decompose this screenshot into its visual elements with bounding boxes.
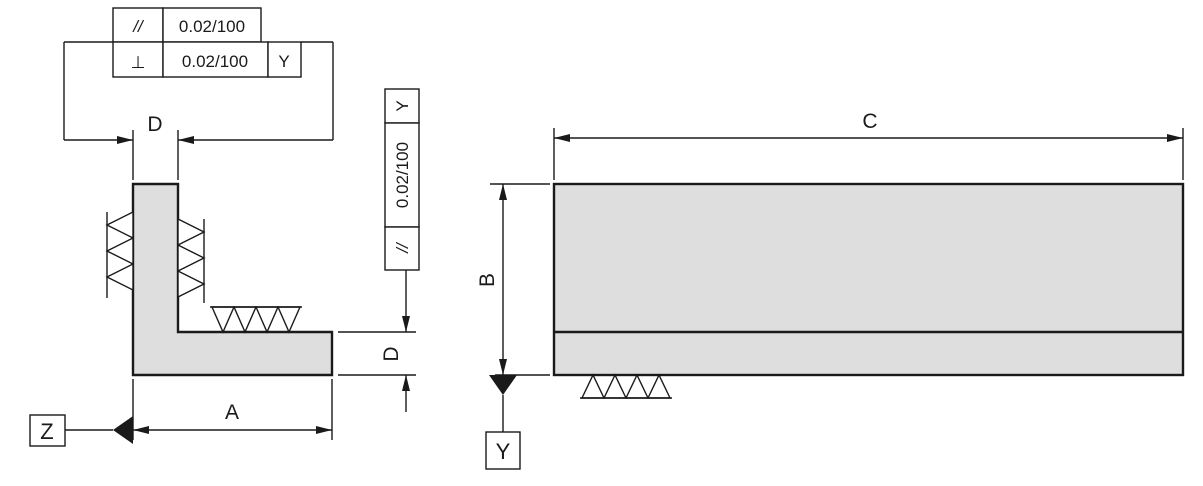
datum-y-label: Y xyxy=(496,439,511,464)
dimension-d-side: D xyxy=(338,270,416,412)
parallelism-value: 0.02/100 xyxy=(179,17,245,36)
parallelism-symbol: // xyxy=(132,17,145,36)
dimension-d-top-label: D xyxy=(147,113,162,136)
dimension-d-top: D xyxy=(95,113,210,180)
l-profile-section xyxy=(131,182,334,377)
datum-z-label: Z xyxy=(40,419,53,444)
dimension-a-label: A xyxy=(225,401,239,424)
tolerance-leader-left xyxy=(63,41,334,141)
tolerance-frame-parallelism-vertical: Y 0.02/100 // xyxy=(384,88,420,271)
perpendicularity-symbol: ⊥ xyxy=(131,53,146,72)
dimension-c-label: C xyxy=(862,110,877,133)
tolerance-frame-parallelism: // 0.02/100 xyxy=(112,7,262,43)
side-elevation-view: C B Y xyxy=(476,110,1185,470)
weld-symbol-bottom xyxy=(580,373,672,399)
perpendicularity-datum: Y xyxy=(278,52,289,71)
l-profile-view: D // 0.02/100 ⊥ 0.02/100 Y xyxy=(29,7,420,447)
profile-side-body xyxy=(552,182,1185,377)
weld-symbol-inner-right xyxy=(177,217,206,303)
dimension-a: A xyxy=(132,379,333,440)
vertical-parallelism-datum: Y xyxy=(393,100,412,111)
vertical-parallelism-symbol: // xyxy=(393,241,412,254)
datum-z-triangle xyxy=(113,416,133,444)
datum-y-triangle xyxy=(489,375,517,395)
dimension-b: B xyxy=(476,183,550,375)
dimension-b-label: B xyxy=(476,273,499,287)
vertical-parallelism-value: 0.02/100 xyxy=(393,142,412,208)
dimension-c: C xyxy=(553,110,1184,180)
weld-symbol-horizontal-leg xyxy=(210,306,302,334)
perpendicularity-value: 0.02/100 xyxy=(182,52,248,71)
datum-y: Y xyxy=(485,374,550,470)
weld-symbol-outer-left xyxy=(105,210,134,298)
tolerance-frame-perpendicularity: ⊥ 0.02/100 Y xyxy=(112,41,302,78)
dimension-d-side-label: D xyxy=(380,346,403,361)
datum-z: Z xyxy=(29,414,133,447)
